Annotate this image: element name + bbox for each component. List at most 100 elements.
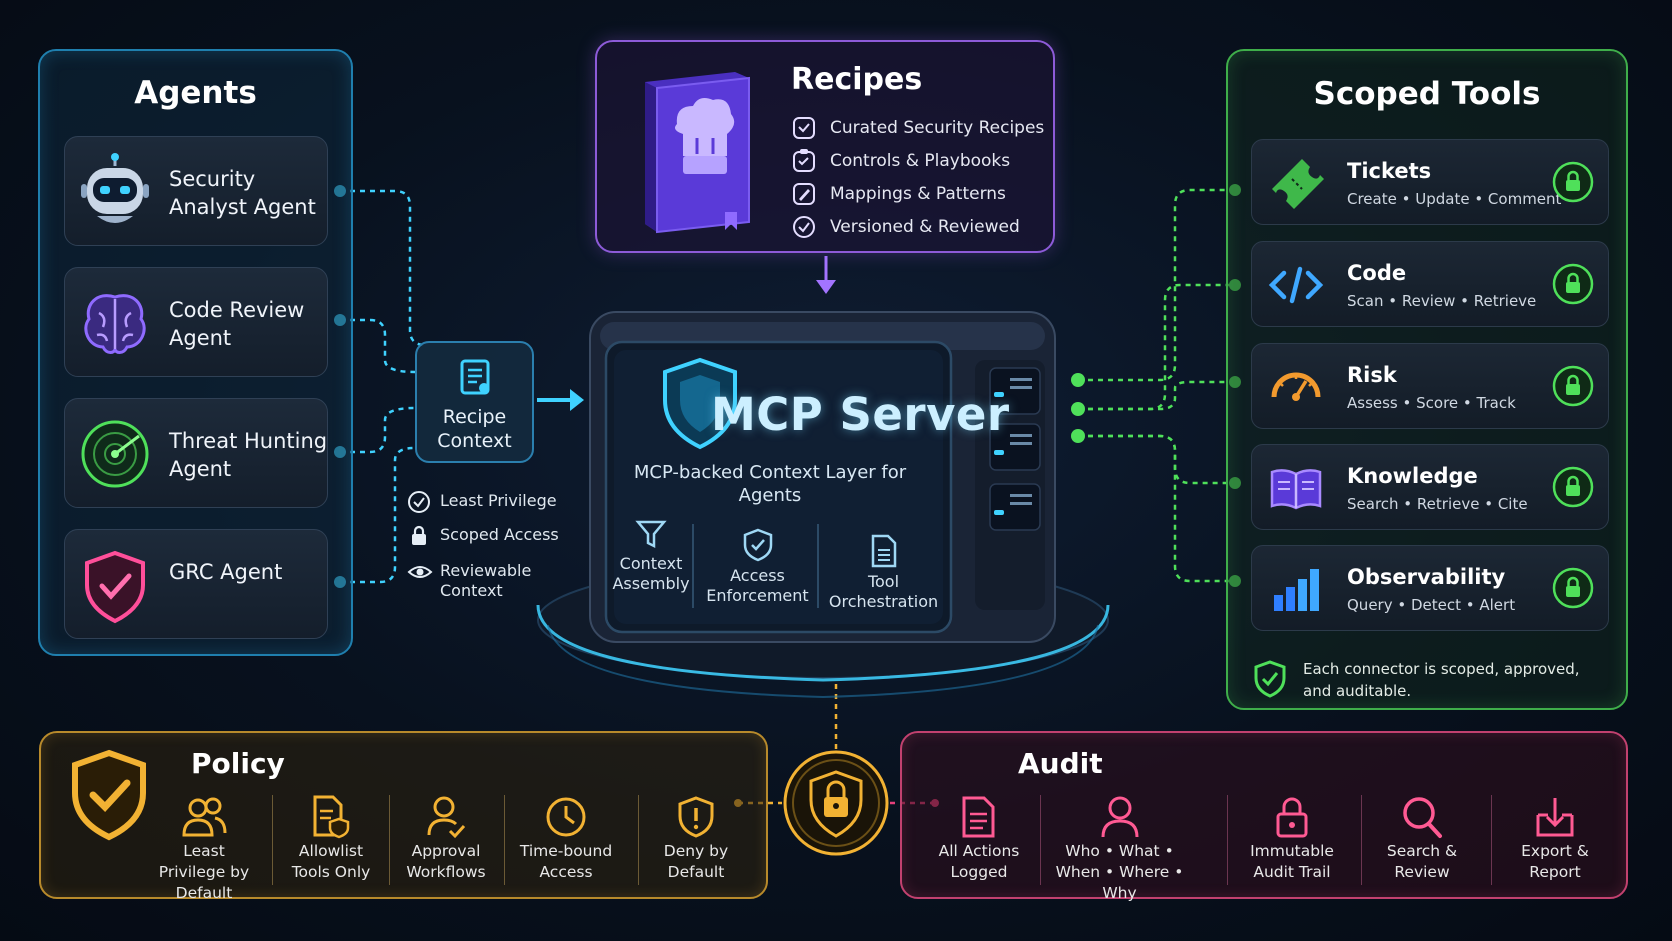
audit-who-what: Who • What • When • Where • Why <box>1047 795 1192 904</box>
ticket-icon <box>1272 159 1324 209</box>
tool-name: Observability <box>1347 565 1506 589</box>
shield-check-icon <box>72 749 146 841</box>
lock-icon <box>1276 797 1308 838</box>
policy-label: Deny by Default <box>663 842 729 881</box>
users-icon <box>182 797 227 837</box>
lock-icon <box>1552 466 1594 508</box>
lock-icon <box>1552 365 1594 407</box>
recipes-panel: Recipes Curated Security Recipes Control… <box>595 40 1055 253</box>
lock-icon <box>1552 161 1594 203</box>
audit-label: Export & Report <box>1521 842 1589 881</box>
recipe-item: Mappings & Patterns <box>791 177 1044 210</box>
lock-icon <box>1552 263 1594 305</box>
audit-label: Who • What • When • Where • Why <box>1055 842 1184 902</box>
agent-card-grc[interactable]: GRC Agent <box>64 529 328 639</box>
policy-title: Policy <box>191 747 285 780</box>
tools-title: Scoped Tools <box>1313 76 1541 112</box>
audit-title: Audit <box>1018 747 1103 780</box>
tool-desc: Create • Update • Comment <box>1347 190 1562 208</box>
audit-export-report: Export & Report <box>1500 795 1610 883</box>
agent-label: Code Review Agent <box>169 298 305 350</box>
policy-approval: Approval Workflows <box>396 795 496 883</box>
tool-name: Knowledge <box>1347 464 1478 488</box>
audit-all-actions: All Actions Logged <box>924 795 1034 883</box>
recipes-title: Recipes <box>791 62 923 97</box>
audit-panel: Audit All Actions Logged Who • What • Wh… <box>900 731 1628 902</box>
document-icon <box>871 534 896 568</box>
tool-card-tickets[interactable]: Tickets Create • Update • Comment <box>1251 139 1609 225</box>
policy-label: Allowlist Tools Only <box>291 842 371 881</box>
checklist-icon <box>793 148 815 172</box>
recipe-item: Curated Security Recipes <box>791 111 1044 144</box>
policy-allowlist: Allowlist Tools Only <box>281 795 381 883</box>
lock-icon <box>1552 567 1594 609</box>
agent-label: GRC Agent <box>169 560 283 584</box>
tool-card-risk[interactable]: Risk Assess • Score • Track <box>1251 343 1609 429</box>
server-col-tool-orchestration: Tool Orchestration <box>826 534 941 612</box>
book-icon <box>1270 469 1322 510</box>
tool-card-code[interactable]: Code Scan • Review • Retrieve <box>1251 241 1609 327</box>
policy-label: Time-bound Access <box>519 842 613 881</box>
policy-label: Approval Workflows <box>406 842 486 881</box>
radar-icon <box>81 420 149 488</box>
agent-card-code-review[interactable]: Code Review Agent <box>64 267 328 377</box>
tool-desc: Search • Retrieve • Cite <box>1347 495 1528 513</box>
agent-label: Security Analyst Agent <box>169 167 316 219</box>
eye-icon <box>407 566 433 578</box>
agents-panel: Agents Security Analyst Agent Code Revie… <box>38 49 353 656</box>
agent-card-threat-hunting[interactable]: Threat Hunting Agent <box>64 398 328 508</box>
recipe-book-icon <box>645 72 750 234</box>
funnel-icon <box>635 520 667 549</box>
recipe-icon <box>793 116 815 139</box>
tool-card-observability[interactable]: Observability Query • Detect • Alert <box>1251 545 1609 631</box>
pen-icon <box>793 182 815 205</box>
feature-scoped-access: Scoped Access <box>407 525 559 545</box>
agents-title: Agents <box>134 75 257 111</box>
feature-least-privilege: Least Privilege <box>407 491 557 513</box>
check-circle-icon <box>408 491 430 513</box>
policy-least-privilege: Least Privilege by Default <box>149 795 259 904</box>
server-graphic <box>536 311 1110 699</box>
audit-label: All Actions Logged <box>938 842 1020 881</box>
document-icon <box>962 796 995 838</box>
audit-search-review: Search & Review <box>1367 795 1477 883</box>
scoped-tools-panel: Scoped Tools Tickets Create • Update • C… <box>1226 49 1628 710</box>
clock-icon <box>546 797 586 837</box>
server-subtitle: MCP-backed Context Layer for Agents <box>633 462 907 506</box>
server-col-access-enforcement: Access Enforcement <box>700 528 815 606</box>
document-icon <box>460 359 490 395</box>
server-title: MCP Server <box>711 388 1010 441</box>
agent-label: Threat Hunting Agent <box>169 429 328 481</box>
recipe-context-box[interactable]: Recipe Context <box>415 341 534 463</box>
shield-check-icon <box>743 528 772 562</box>
doc-shield-icon <box>313 795 350 839</box>
audit-immutable: Immutable Audit Trail <box>1237 795 1347 883</box>
recipe-item: Versioned & Reviewed <box>791 210 1044 243</box>
shield-check-icon <box>85 550 145 624</box>
bar-chart-icon <box>1274 569 1319 611</box>
recipe-context-label: Recipe Context <box>437 406 512 452</box>
tool-name: Tickets <box>1347 159 1432 183</box>
shield-alert-icon <box>678 796 714 838</box>
server-col-context-assembly: Context Assembly <box>611 518 691 594</box>
code-icon <box>1268 266 1324 304</box>
check-circle-icon <box>793 215 815 238</box>
tool-desc: Scan • Review • Retrieve <box>1347 292 1537 310</box>
recipe-item: Controls & Playbooks <box>791 144 1044 177</box>
search-icon <box>1403 797 1442 838</box>
tool-name: Risk <box>1347 363 1397 387</box>
user-icon <box>1101 796 1138 838</box>
tool-desc: Query • Detect • Alert <box>1347 596 1516 614</box>
tools-note: Each connector is scoped, approved, and … <box>1303 660 1580 700</box>
robot-icon <box>81 153 149 223</box>
tool-name: Code <box>1347 261 1407 285</box>
recipes-list: Curated Security Recipes Controls & Play… <box>791 111 1044 243</box>
shield-check-icon <box>1254 660 1286 698</box>
audit-label: Immutable Audit Trail <box>1250 842 1334 881</box>
tool-card-knowledge[interactable]: Knowledge Search • Retrieve • Cite <box>1251 444 1609 530</box>
export-icon <box>1536 798 1574 837</box>
policy-time-bound: Time-bound Access <box>511 795 621 883</box>
agent-card-security-analyst[interactable]: Security Analyst Agent <box>64 136 328 246</box>
policy-panel: Policy Least Privilege by Default Allowl… <box>39 731 768 902</box>
